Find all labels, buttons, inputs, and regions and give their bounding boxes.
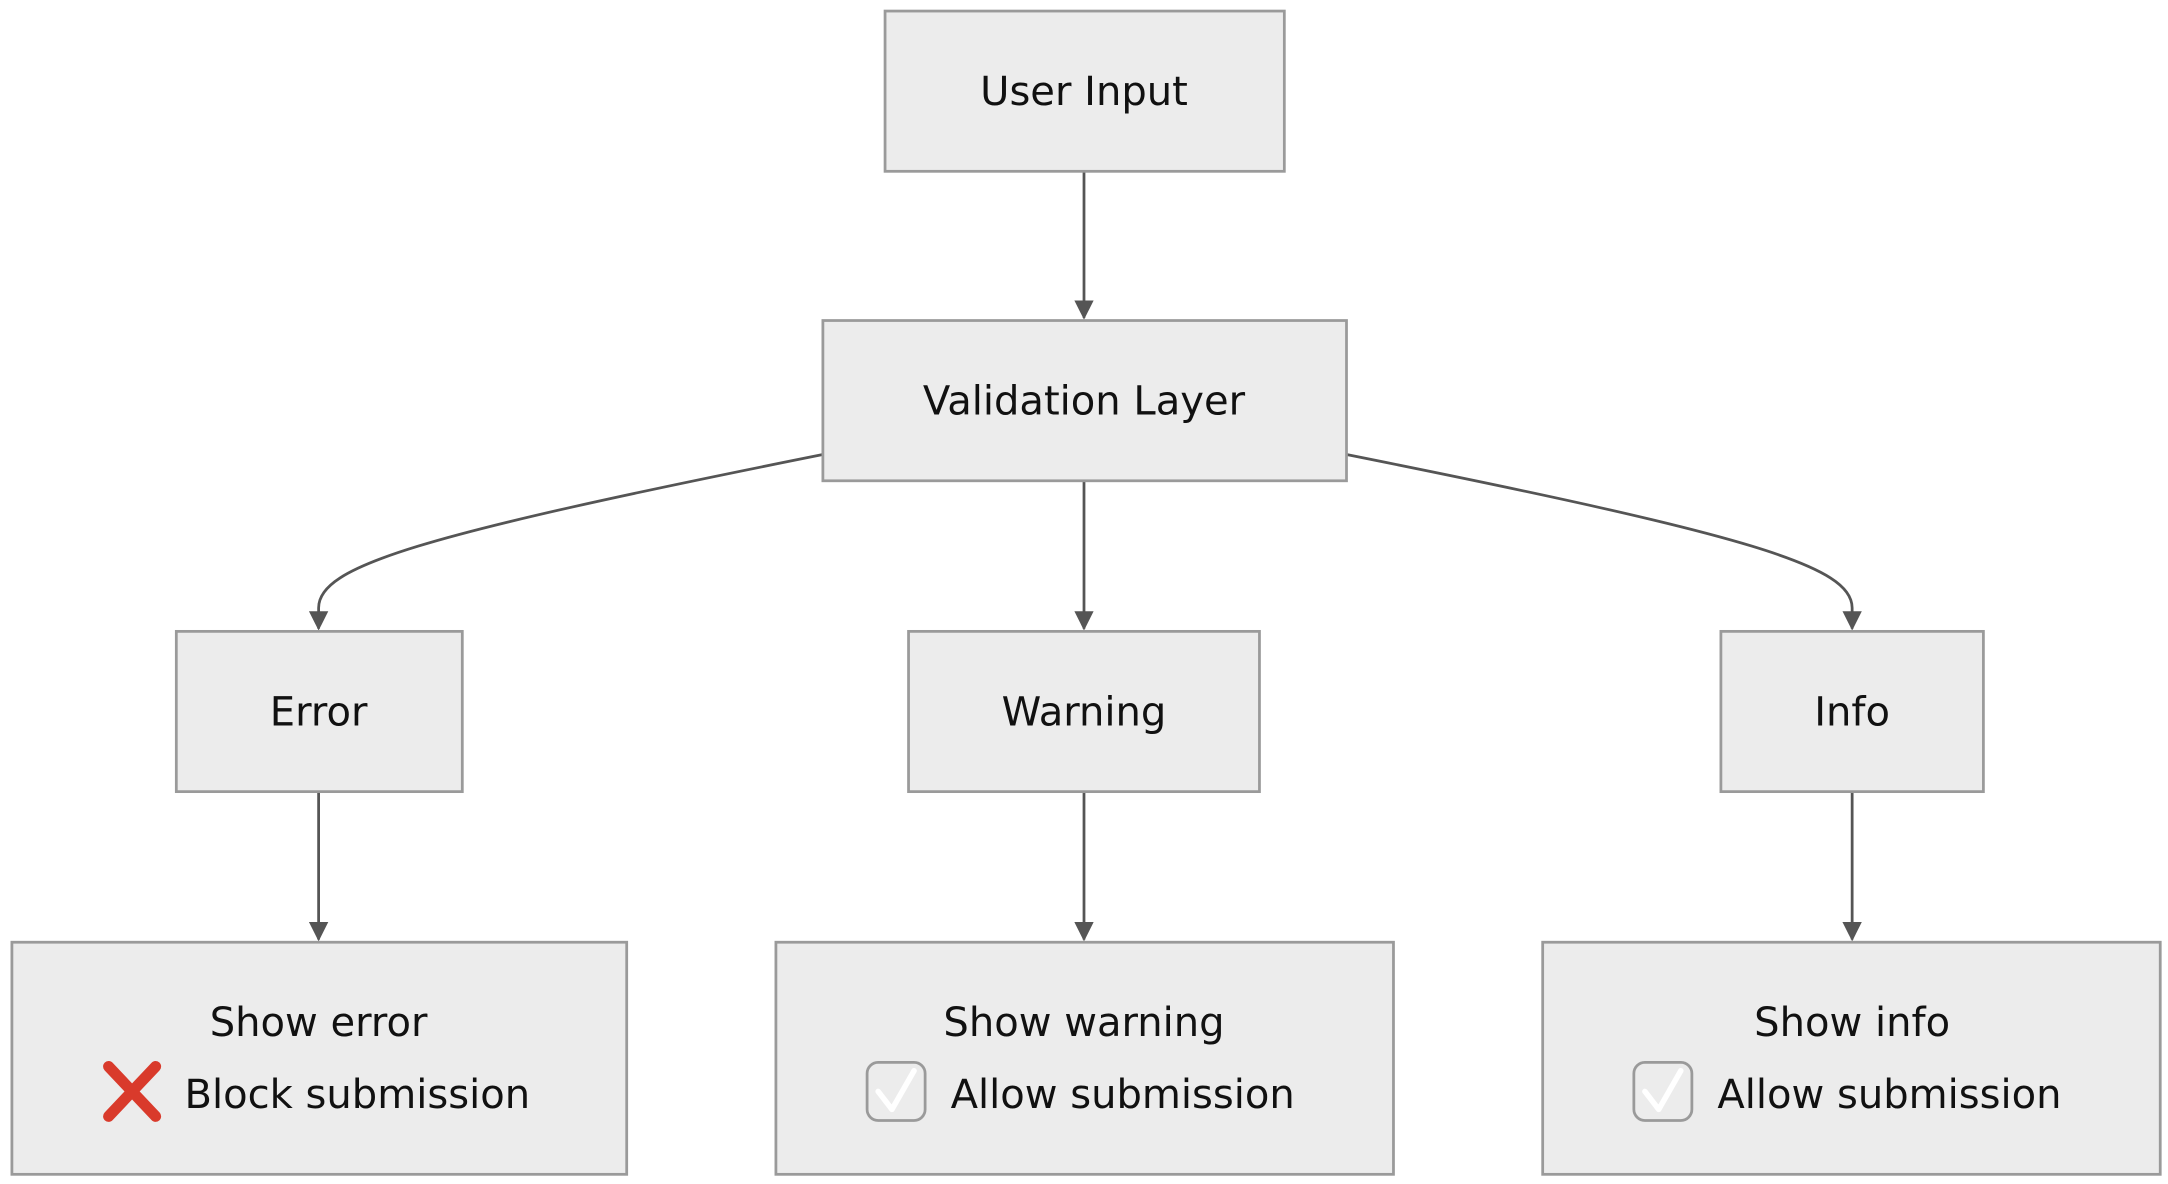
node-label-line1: Show error [210,1000,428,1046]
node-show-warning: Show warning Allow submission [774,940,1395,1176]
node-label: Error [270,689,368,735]
node-error: Error [174,629,464,794]
node-label-line1: Show info [1754,1000,1950,1046]
node-label: Info [1814,689,1890,735]
node-label: Warning [1002,689,1167,735]
node-show-info: Show info Allow submission [1541,940,2162,1176]
node-label-line2: Allow submission [951,1072,1295,1118]
node-show-error: Show error Block submission [10,940,629,1176]
edge-validation-error [308,453,824,631]
check-mark-button-icon [865,1061,927,1122]
node-label-line2: Block submission [185,1072,531,1118]
check-mark-button-icon [1632,1061,1694,1122]
node-user-input: User Input [883,9,1286,173]
node-label: Validation Layer [923,378,1246,424]
node-label: User Input [980,69,1188,115]
edge-validation-info [1346,453,1862,631]
node-warning: Warning [907,629,1261,794]
cross-mark-icon [103,1061,162,1122]
node-label-line1: Show warning [943,1000,1224,1046]
node-label-line2: Allow submission [1717,1072,2061,1118]
node-info: Info [1719,629,1985,794]
node-validation-layer: Validation Layer [821,319,1348,483]
